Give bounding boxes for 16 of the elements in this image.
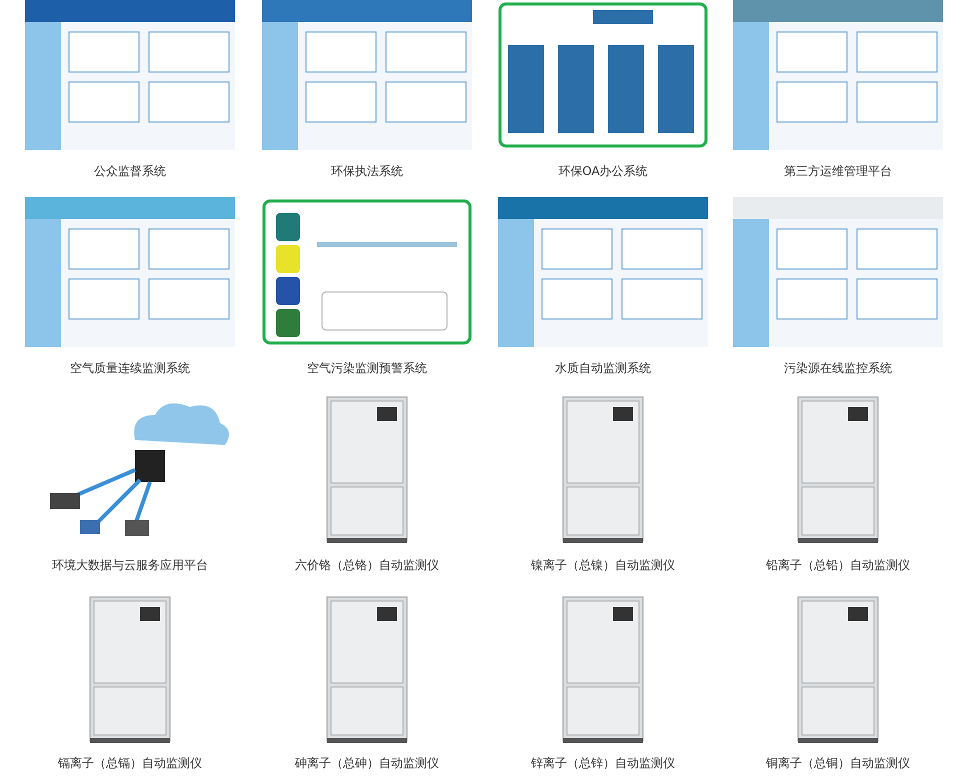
product-caption: 镍离子（总镍）自动监测仪 <box>530 557 676 574</box>
product-caption: 水质自动监测系统 <box>554 360 652 377</box>
product-caption: 空气污染监测预警系统 <box>306 360 428 377</box>
product-caption: 砷离子（总砷）自动监测仪 <box>294 755 440 772</box>
product-caption: 公众监督系统 <box>93 163 167 180</box>
product-caption: 环保OA办公系统 <box>557 163 649 180</box>
product-caption: 锌离子（总锌）自动监测仪 <box>530 755 676 772</box>
product-caption: 铅离子（总铅）自动监测仪 <box>765 557 911 574</box>
product-caption: 环境大数据与云服务应用平台 <box>51 557 209 574</box>
product-caption: 铜离子（总铜）自动监测仪 <box>765 755 911 772</box>
product-caption: 第三方运维管理平台 <box>783 163 893 180</box>
product-caption: 六价铬（总铬）自动监测仪 <box>294 557 440 574</box>
product-caption: 污染源在线监控系统 <box>783 360 893 377</box>
product-caption: 环保执法系统 <box>330 163 404 180</box>
product-caption: 镉离子（总镉）自动监测仪 <box>57 755 203 772</box>
product-caption: 空气质量连续监测系统 <box>69 360 191 377</box>
